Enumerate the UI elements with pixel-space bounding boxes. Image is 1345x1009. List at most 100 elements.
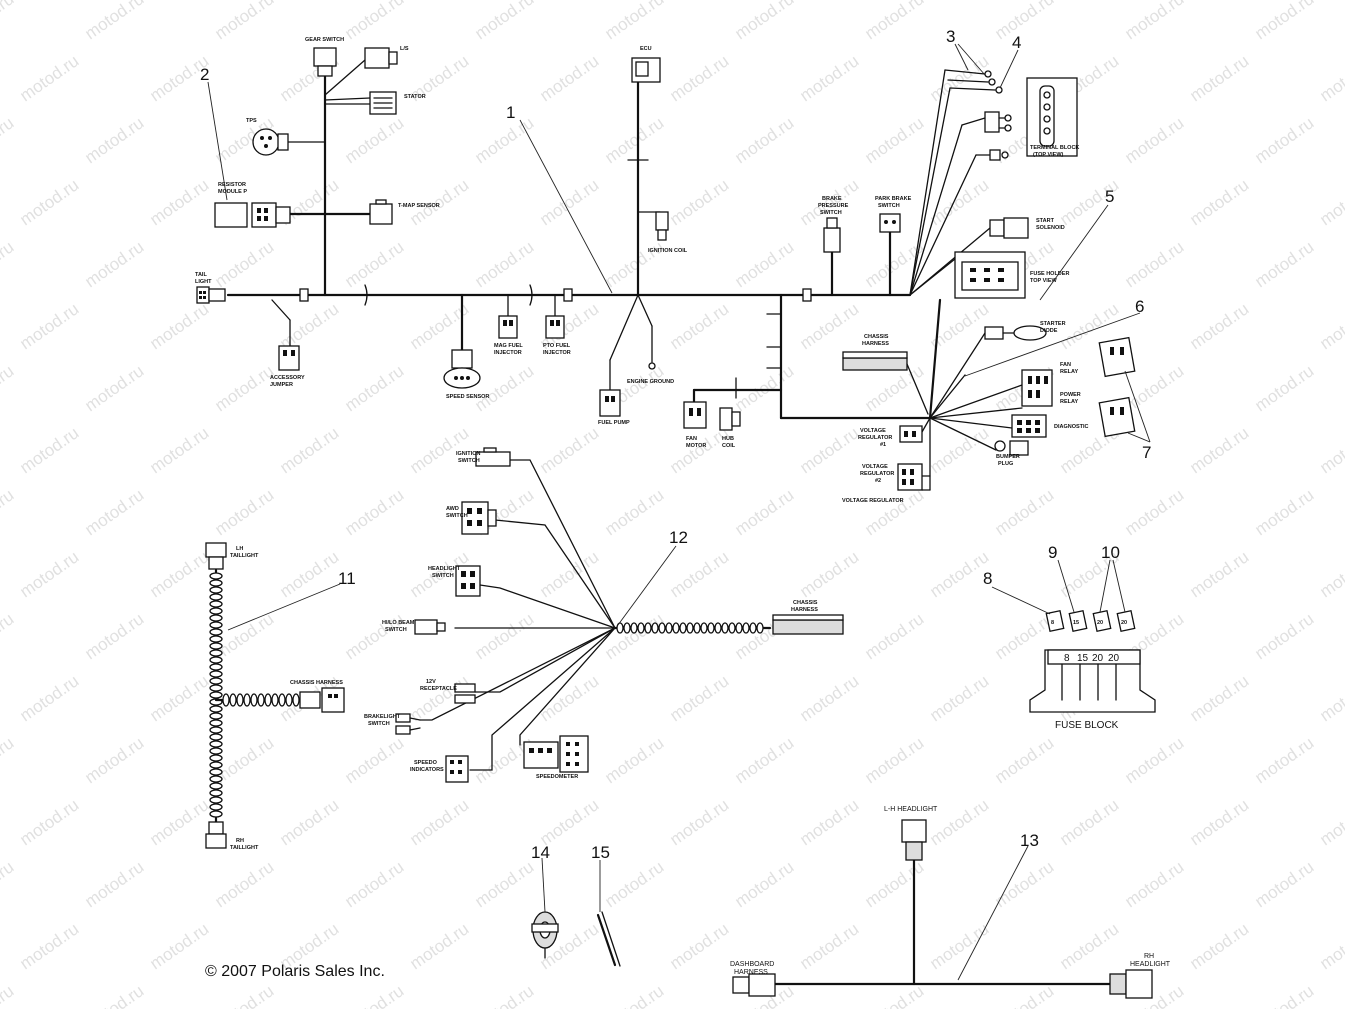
fan-relay-label-2: RELAY (1060, 369, 1078, 375)
corrugation-ring (209, 642, 223, 650)
awd-switch-label-1: AWD (446, 506, 459, 512)
mag-fuel-injector-connector: MAG FUEL INJECTOR (494, 315, 523, 356)
watermark-text: motod.ru (1251, 485, 1317, 539)
callout-10: 10 (1101, 543, 1120, 562)
fuse-holder-label-2: TOP VIEW (1030, 278, 1058, 284)
fuse-rating-4: 20 (1108, 653, 1120, 664)
ls-label: L/S (400, 46, 409, 52)
hub-coil-label-1: HUB (722, 436, 734, 442)
fuel-pump-connector: FUEL PUMP (598, 389, 630, 426)
ignition-switch-label-1: IGNITION (456, 451, 480, 457)
watermark-text: motod.ru (666, 51, 732, 105)
corrugation-ring (679, 622, 687, 634)
fan-motor-connector: FAN MOTOR (683, 401, 707, 449)
watermark-text: motod.ru (666, 423, 732, 477)
watermark-text: motod.ru (0, 981, 17, 1009)
starter-diode-label-1: STARTER (1040, 321, 1066, 327)
headlight-switch-label-1: HEADLIGHT (428, 566, 461, 572)
watermark-text: motod.ru (796, 299, 862, 353)
watermark-text: motod.ru (1251, 113, 1317, 167)
callout-12: 12 (669, 528, 688, 547)
ignition-switch-connector: IGNITION SWITCH (456, 447, 511, 467)
headlight-switch-label-2: SWITCH (432, 573, 454, 579)
watermark-text: motod.ru (81, 237, 147, 291)
hub-coil-label-2: COIL (722, 443, 736, 449)
watermark-text: motod.ru (81, 113, 147, 167)
watermark-text: motod.ru (1316, 299, 1345, 353)
corrugation-ring (749, 622, 757, 634)
corrugation-ring (672, 622, 680, 634)
watermark-text: motod.ru (1186, 795, 1252, 849)
watermark-text: motod.ru (1121, 0, 1187, 43)
dc-receptacle-label-1: 12V (426, 679, 436, 685)
corrugation-ring (209, 663, 223, 671)
corrugation-ring (209, 810, 223, 818)
start-solenoid-label-1: START (1036, 218, 1055, 224)
watermark-text: motod.ru (731, 361, 797, 415)
corrugation-ring (209, 635, 223, 643)
watermark-text: motod.ru (146, 919, 212, 973)
tmap-sensor-label: T-MAP SENSOR (398, 203, 440, 209)
watermark-text: motod.ru (146, 299, 212, 353)
corrugation-ring (209, 600, 223, 608)
watermark-text: motod.ru (1316, 671, 1345, 725)
mag-fuel-injector-label-1: MAG FUEL (494, 343, 523, 349)
watermark-text: motod.ru (16, 795, 82, 849)
watermark-text: motod.ru (16, 175, 82, 229)
voltage-regulator-1-label-2: REGULATOR (858, 435, 892, 441)
corrugation-ring (209, 628, 223, 636)
fan-motor-label-2: MOTOR (686, 443, 706, 449)
callout-11: 11 (338, 569, 356, 588)
callout-1: 1 (506, 103, 515, 122)
bumper-plug-label-2: PLUG (998, 461, 1013, 467)
tail-corrugation (209, 572, 223, 818)
corrugation-ring (644, 622, 652, 634)
brake-pressure-switch-label-3: SWITCH (820, 210, 842, 216)
main-chassis-harness-label-1: CHASSIS (864, 334, 889, 340)
speed-sensor-connector: SPEED SENSOR (443, 349, 489, 400)
watermark-text: motod.ru (276, 423, 342, 477)
stator-connector: STATOR (369, 91, 426, 115)
watermark-text: motod.ru (666, 299, 732, 353)
watermark-text: motod.ru (926, 795, 992, 849)
rh-taillight-label-2: TAILLIGHT (230, 845, 259, 851)
brakelight-switch-connector: BRAKELIGHT SWITCH (364, 713, 421, 735)
watermark-text: motod.ru (601, 609, 667, 663)
callout-15: 15 (591, 843, 610, 862)
corrugation-ring (209, 586, 223, 594)
corrugation-ring (637, 622, 645, 634)
corrugation-ring (209, 579, 223, 587)
dashboard-harness-connector: DASHBOARD HARNESS (730, 961, 776, 997)
watermark-text: motod.ru (991, 981, 1057, 1009)
corrugation-ring (630, 622, 638, 634)
tail-side-corrugation (222, 693, 300, 707)
watermark-text: motod.ru (796, 919, 862, 973)
corrugation-ring (243, 693, 251, 707)
rh-headlight-label-2: HEADLIGHT (1130, 961, 1171, 968)
watermark-text: motod.ru (341, 857, 407, 911)
speedo-indicators-label-1: SPEEDO (414, 760, 438, 766)
watermark-text: motod.ru (341, 237, 407, 291)
headlight-harness: L-H HEADLIGHT RH HEADLIGHT DASHBOARD HAR… (730, 806, 1171, 999)
tail-light-label-1: TAIL (195, 272, 207, 278)
watermark-text: motod.ru (601, 981, 667, 1009)
watermark-text: motod.ru (146, 547, 212, 601)
corrugation-ring (257, 693, 265, 707)
corrugation-ring (209, 705, 223, 713)
chassis-corrugation (616, 622, 764, 634)
stator-label: STATOR (404, 94, 426, 100)
watermark-text: motod.ru (1251, 361, 1317, 415)
watermark-text: motod.ru (0, 361, 17, 415)
watermark-text: motod.ru (0, 113, 17, 167)
corrugation-ring (686, 622, 694, 634)
corrugation-ring (658, 622, 666, 634)
watermark-text: motod.ru (276, 795, 342, 849)
corrugation-ring (700, 622, 708, 634)
chassis-harness: CHASSIS HARNESS IGNITION SWITCH AWD SWIT… (364, 447, 844, 783)
tail-light-connector: TAIL LIGHT (195, 272, 226, 304)
tps-label: TPS (246, 118, 257, 124)
part-15-cable-tie (596, 911, 621, 967)
terminal-block-label-2: (TOP VIEW) (1033, 152, 1064, 158)
watermark-text: motod.ru (1251, 237, 1317, 291)
ecu-connector: ECU (631, 46, 661, 83)
